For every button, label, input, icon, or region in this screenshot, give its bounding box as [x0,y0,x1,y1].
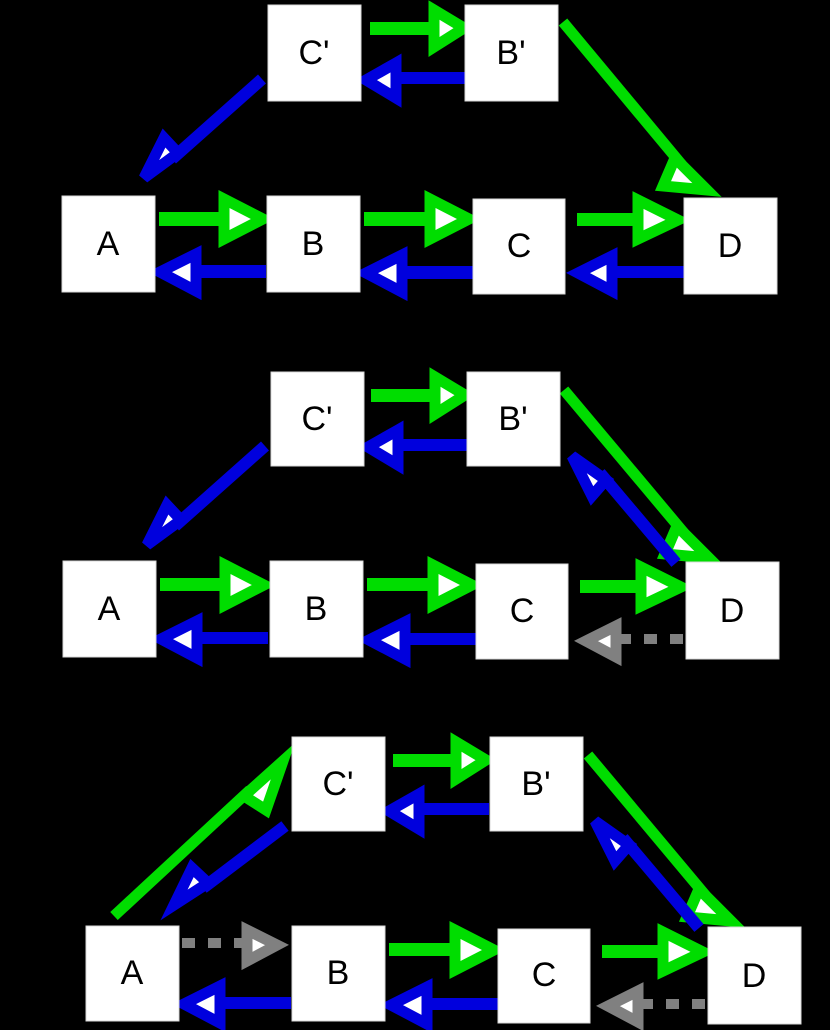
edge-cp-to-bp-green [370,0,475,57]
edge-cp-to-a-blue-diagonal [139,74,266,183]
node-label: B' [496,34,525,72]
edge-b-to-a-blue [171,977,291,1030]
node-c[interactable]: C [497,928,591,1024]
node-d[interactable]: D [683,197,778,295]
edge-bp-to-cp-blue [355,53,466,108]
edge-bp-to-cp-blue [357,420,468,475]
node-a[interactable]: A [85,925,180,1022]
node-label: C' [301,400,332,438]
node-d[interactable]: D [707,926,802,1025]
node-label: B [327,954,350,992]
edge-cp-to-bp-green [371,367,476,424]
node-b[interactable]: B [269,560,364,658]
edge-cp-to-a-blue-diagonal [142,441,269,550]
node-cp[interactable]: C' [291,736,386,832]
panel-bottom: C' B' A B C D [85,732,802,1030]
node-label: C [507,227,532,265]
panel-top: C' B' A B C D [61,0,778,302]
node-label: B' [498,400,527,438]
node-c[interactable]: C [472,198,566,295]
node-b[interactable]: B [266,195,361,293]
edge-bp-to-d-green-diagonal [583,751,746,928]
edge-d-to-bp-blue-diagonal [590,816,704,932]
edge-d-to-c-gray-dashed [596,982,705,1030]
node-d[interactable]: D [685,561,780,660]
edge-bp-to-cp-blue [378,784,489,839]
node-label: A [97,225,120,263]
edge-a-to-b-gray-dashed [182,921,289,971]
edge-d-to-c-blue [565,247,685,301]
node-label: D [718,227,743,265]
panel-middle: C' B' A B C D [62,367,780,669]
edge-c-to-b-blue [378,978,498,1030]
node-label: C' [322,765,353,803]
node-label: B [302,225,325,263]
edge-cp-to-bp-green [393,732,497,789]
edge-a-to-cp-green-diagonal [110,742,296,921]
node-label: A [121,954,144,992]
node-bp[interactable]: B' [466,371,561,467]
edge-b-to-c-green [367,555,485,615]
node-label: D [742,957,767,995]
node-bp[interactable]: B' [464,4,559,102]
node-c[interactable]: C [475,563,569,660]
node-a[interactable]: A [62,560,157,658]
edge-d-to-c-gray-dashed [574,617,683,667]
edge-bp-to-d-green-diagonal [559,386,724,565]
node-label: C' [298,34,329,72]
node-b[interactable]: B [291,925,386,1022]
edge-b-to-a-blue [147,245,266,301]
edge-b-to-c-green [389,920,507,980]
edge-c-to-d-green [602,923,716,980]
edge-a-to-b-green [159,189,276,249]
edge-c-to-b-blue [353,246,473,302]
edge-c-to-b-blue [356,613,476,669]
node-cp[interactable]: C' [270,371,365,467]
node-cp[interactable]: C' [267,4,362,102]
node-label: C [532,956,557,994]
edge-cp-to-a-blue-diagonal [160,821,289,921]
edge-bp-to-d-green-diagonal [558,18,722,197]
edge-b-to-a-blue [148,612,268,668]
edge-c-to-d-green [580,558,694,615]
node-label: B' [521,765,550,803]
node-label: A [98,590,121,628]
edge-b-to-c-green [364,189,482,249]
node-label: C [510,592,535,630]
node-bp[interactable]: B' [489,736,584,832]
node-label: B [305,590,328,628]
edge-d-to-bp-blue-diagonal [567,451,681,567]
node-a[interactable]: A [61,195,156,293]
edge-a-to-b-green [160,555,277,615]
edge-c-to-d-green [577,191,691,248]
node-label: D [720,592,745,630]
